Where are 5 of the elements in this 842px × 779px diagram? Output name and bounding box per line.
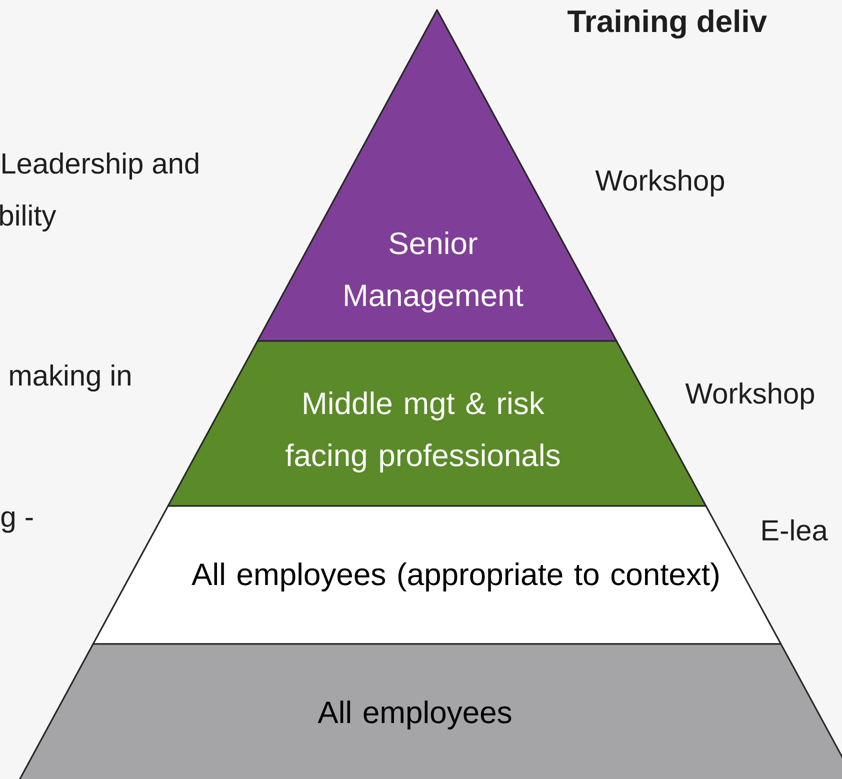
pyramid-band: All employees — [13, 643, 842, 779]
side-label: Leadership and — [2, 152, 198, 180]
side-label: making in — [10, 364, 130, 392]
side-label: g - — [1, 511, 33, 533]
side-label: bility — [0, 204, 56, 232]
